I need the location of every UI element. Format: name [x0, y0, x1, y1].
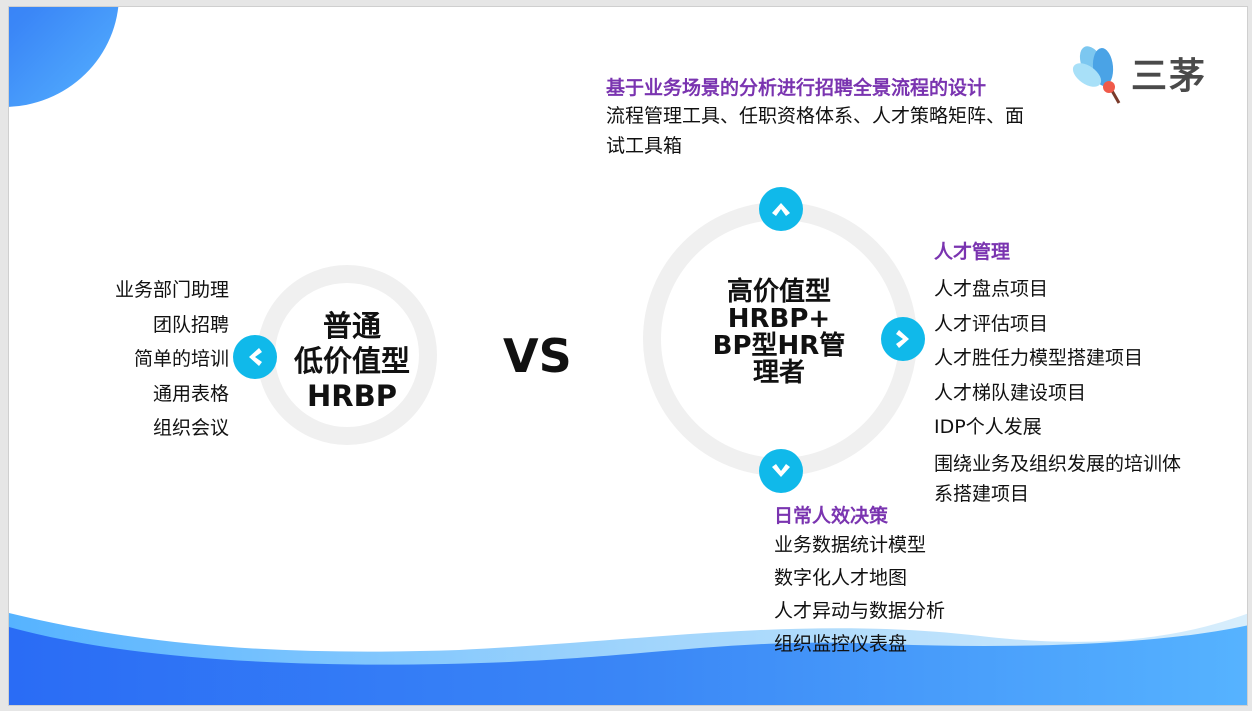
- list-item: 组织监控仪表盘: [774, 633, 908, 655]
- title-line: HRBP: [307, 379, 397, 413]
- title-line: 低价值型: [293, 344, 410, 378]
- list-item: 人才梯队建设项目: [934, 381, 1087, 404]
- list-item: 业务部门助理: [114, 279, 229, 301]
- list-item: 团队招聘: [152, 313, 229, 336]
- top-body-line: 流程管理工具、任职资格体系、人才策略矩阵、面: [606, 105, 1025, 127]
- list-item: 简单的培训: [133, 348, 229, 370]
- daily-efficiency-list: 业务数据统计模型 数字化人才地图 人才异动与数据分析 组织监控仪表盘: [774, 529, 945, 661]
- list-item: 组织会议: [152, 417, 229, 439]
- logo-text: 三茅: [1131, 56, 1208, 97]
- bottom-wave-decoration: [9, 613, 1247, 705]
- low-value-hrbp-title: 普通 低价值型 HRBP: [267, 309, 437, 414]
- talent-management-list: 人才盘点项目 人才评估项目 人才胜任力模型搭建项目 人才梯队建设项目 IDP个人…: [934, 272, 1214, 509]
- list-item: 人才异动与数据分析: [774, 600, 946, 622]
- list-item: 通用表格: [152, 382, 229, 405]
- list-item: 人才盘点项目: [934, 278, 1049, 300]
- basic-hrbp-duties-list: 业务部门助理 团队招聘 简单的培训 通用表格 组织会议: [79, 273, 229, 446]
- top-body: 流程管理工具、任职资格体系、人才策略矩阵、面 试工具箱: [606, 101, 1024, 161]
- list-item: 人才评估项目: [934, 312, 1049, 335]
- list-item: 数字化人才地图: [774, 567, 908, 589]
- list-item: 围绕业务及组织发展的培训体: [934, 452, 1182, 475]
- list-item: 业务数据统计模型: [774, 534, 927, 556]
- title-line: 普通: [322, 309, 381, 343]
- top-heading: 基于业务场景的分析进行招聘全景流程的设计: [606, 77, 987, 99]
- vs-label: VS: [503, 329, 572, 383]
- chevron-right-icon: [881, 317, 925, 361]
- daily-efficiency-heading: 日常人效决策: [774, 505, 889, 527]
- list-item: IDP个人发展: [934, 416, 1042, 438]
- logo-icon: [1072, 46, 1121, 104]
- title-line: 理者: [752, 358, 805, 388]
- title-line: BP型HR管: [712, 331, 846, 361]
- list-item: 系搭建项目: [934, 482, 1030, 505]
- title-line: HRBP+: [727, 304, 831, 334]
- title-line: 高价值型: [726, 277, 831, 307]
- slide: 三茅 基于业务场景的分析进行招聘全景流程的设计 流程管理工具、任职资格体系、人才…: [8, 6, 1248, 706]
- chevron-left-icon: [233, 335, 277, 379]
- high-value-hrbp-title: 高价值型 HRBP+ BP型HR管 理者: [689, 279, 869, 387]
- chevron-up-icon: [759, 187, 803, 231]
- talent-management-heading: 人才管理: [934, 241, 1011, 263]
- chevron-down-icon: [759, 449, 803, 493]
- top-body-line: 试工具箱: [606, 135, 683, 157]
- corner-decoration: [9, 7, 119, 107]
- list-item: 人才胜任力模型搭建项目: [934, 347, 1144, 369]
